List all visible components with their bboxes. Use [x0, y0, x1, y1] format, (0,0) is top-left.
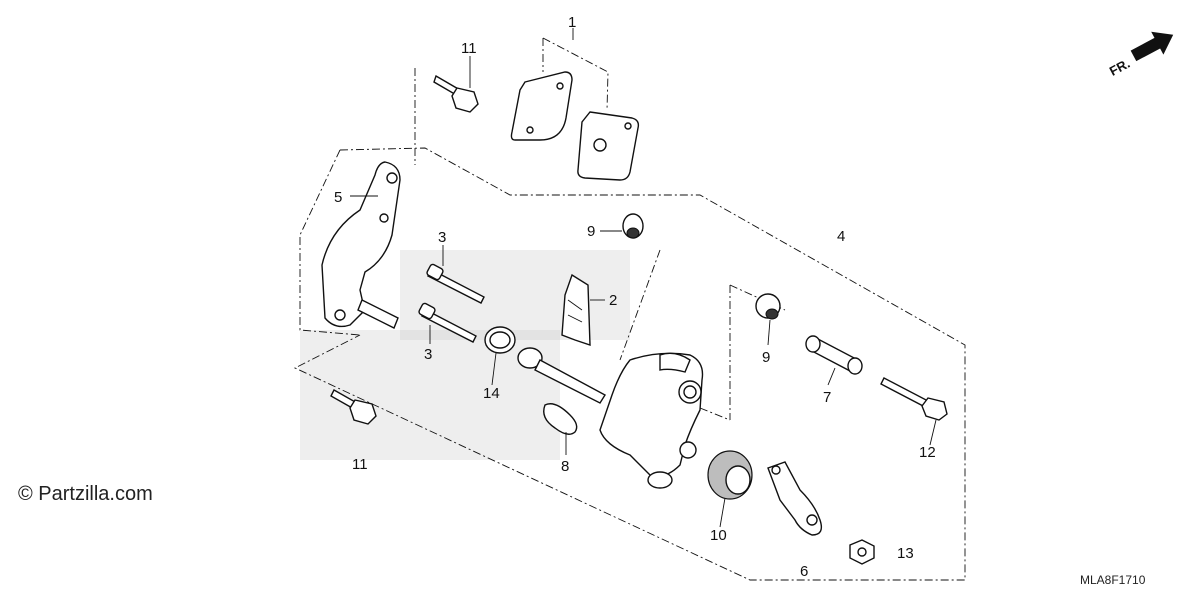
callout-7: 7: [823, 389, 831, 406]
watermark: © Partzilla.com: [18, 483, 153, 505]
callout-1: 1: [568, 14, 576, 31]
callout-8: 8: [561, 458, 569, 475]
shading-dots: [300, 250, 630, 460]
front-direction-indicator: FR.: [1107, 31, 1174, 79]
callout-6: 6: [800, 563, 808, 580]
bolt-lower: [330, 389, 377, 425]
boot-right: [755, 293, 781, 320]
assembly-outlines: [293, 37, 966, 581]
callout-labels: 1 2 3 3 4 5 6 7 8 9 9 10 11 11 12 13 14: [334, 14, 936, 580]
slide-pin-upper: [426, 263, 485, 304]
callout-4: 4: [837, 228, 845, 245]
callout-12: 12: [919, 444, 936, 461]
front-arrow-icon: [1130, 31, 1174, 62]
callout-2: 2: [609, 292, 617, 309]
caliper-body: [599, 352, 704, 489]
callout-3-upper: 3: [438, 229, 446, 246]
caliper-bracket: [321, 161, 401, 329]
callout-3-lower: 3: [424, 346, 432, 363]
piston: [707, 450, 753, 500]
front-label: FR.: [1107, 56, 1133, 79]
retainer-plate: [767, 461, 823, 536]
diagram-code: MLA8F1710: [1080, 573, 1146, 587]
seal-ring: [484, 326, 516, 354]
callout-14: 14: [483, 385, 500, 402]
callout-9-right: 9: [762, 349, 770, 366]
callout-10: 10: [710, 527, 727, 544]
bolt-upper: [433, 74, 479, 113]
brake-pads: [510, 71, 640, 181]
pad-spring: [561, 273, 591, 346]
callout-9-top: 9: [587, 223, 595, 240]
pin-boot: [543, 403, 578, 435]
boot-top: [622, 213, 644, 239]
bolt-right: [880, 377, 948, 421]
slide-pin-lower: [418, 302, 477, 343]
sleeve: [805, 335, 863, 375]
callout-13: 13: [897, 545, 914, 562]
sleeve-bolt: [517, 347, 606, 404]
callout-5: 5: [334, 189, 342, 206]
callout-11-lower: 11: [352, 456, 368, 473]
nut: [849, 539, 875, 565]
callout-11-upper: 11: [461, 40, 477, 57]
leader-lines: [350, 28, 937, 528]
